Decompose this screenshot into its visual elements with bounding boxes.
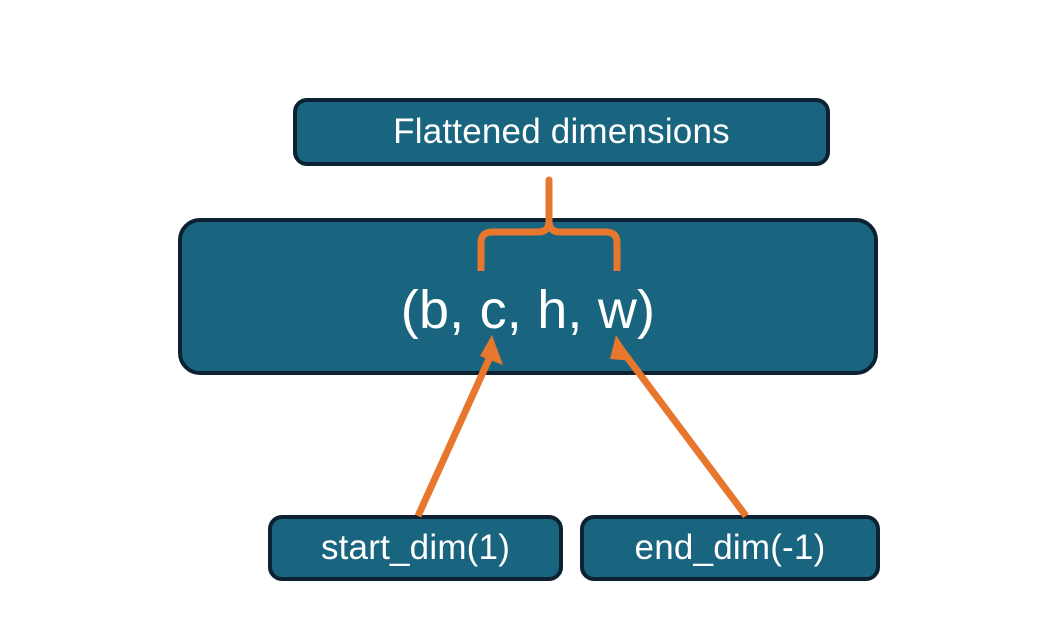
end-dim-box: end_dim(-1) [580, 515, 880, 581]
flattened-dimensions-label: Flattened dimensions [393, 112, 730, 151]
tensor-shape-box: (b, c, h, w) [178, 218, 878, 375]
end-dim-label: end_dim(-1) [634, 528, 826, 567]
tensor-shape-label: (b, c, h, w) [400, 279, 656, 340]
flattened-dimensions-box: Flattened dimensions [293, 98, 830, 166]
start-dim-box: start_dim(1) [268, 515, 563, 581]
start-dim-label: start_dim(1) [320, 528, 511, 567]
